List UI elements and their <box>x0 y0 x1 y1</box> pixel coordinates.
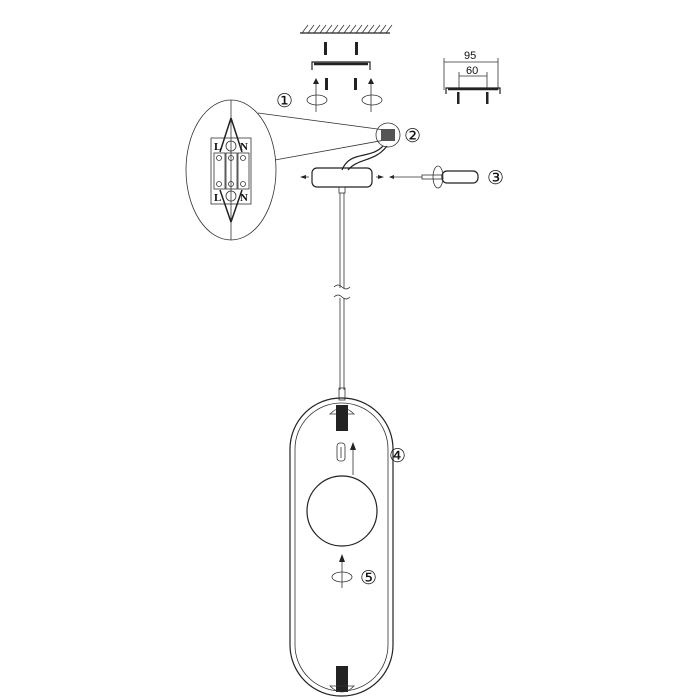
wiring-detail-magnifier <box>185 99 386 241</box>
hatch-line <box>319 24 327 34</box>
hatch-line <box>373 24 381 34</box>
hatch-line <box>331 24 339 34</box>
terminal-label-n-bottom: N <box>240 192 248 204</box>
terminal-label-n-top: N <box>240 141 248 153</box>
hatch-line <box>325 24 333 34</box>
hatch-line <box>367 24 375 34</box>
hatch-line <box>379 24 387 34</box>
hatch-line <box>301 24 309 34</box>
hatch-line <box>349 24 357 34</box>
ceiling-hatch <box>300 24 393 34</box>
top-socket <box>329 405 355 431</box>
step-1-label: ① <box>276 90 293 112</box>
terminal-label-l-bottom: L <box>214 192 221 204</box>
bulb-icon <box>336 442 356 475</box>
rotate-arrow-icon <box>331 554 353 588</box>
mounting-bracket <box>311 61 371 70</box>
dimension-60: 60 <box>466 65 478 77</box>
hatch-line <box>343 24 351 34</box>
hatch-line <box>355 24 363 34</box>
step-5-label: ⑤ <box>360 567 377 589</box>
bottom-socket <box>329 666 355 693</box>
hatch-line <box>307 24 315 34</box>
suspension-cord <box>333 193 351 401</box>
step-4-label: ④ <box>389 445 406 467</box>
ceiling-screws <box>324 42 358 55</box>
screwdriver-icon <box>421 165 479 189</box>
hatch-line <box>313 24 321 34</box>
hatch-line <box>385 24 393 34</box>
hatch-line <box>337 24 345 34</box>
step-3-label: ③ <box>487 167 504 189</box>
ceiling-canopy <box>300 167 422 194</box>
terminal-label-l-top: L <box>214 141 221 153</box>
dimension-95: 95 <box>464 50 476 62</box>
hatch-line <box>361 24 369 34</box>
bracket-screws <box>325 78 357 90</box>
rotate-arrow-icon <box>306 78 383 112</box>
bracket-dimension-drawing <box>443 58 501 104</box>
step-2-label: ② <box>404 125 421 147</box>
